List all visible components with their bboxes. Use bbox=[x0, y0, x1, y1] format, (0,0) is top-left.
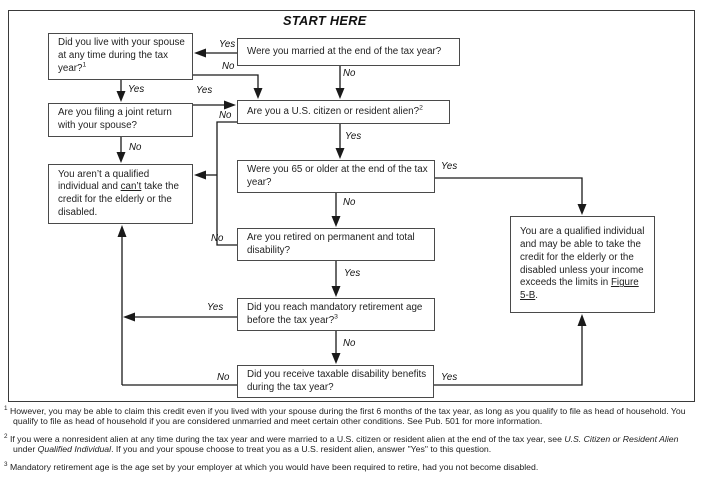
node-not-qualified: You aren’t a qualified individual and ca… bbox=[48, 164, 193, 224]
node-taxable-benefits: Did you receive taxable disability benef… bbox=[237, 365, 434, 398]
edge-label-joint-yes: Yes bbox=[196, 85, 213, 96]
edge-label-spouse-no: No bbox=[222, 61, 235, 72]
edge-label-65-no: No bbox=[343, 197, 356, 208]
node-live-with-spouse-text: Did you live with your spouse at any tim… bbox=[58, 37, 185, 74]
edge-label-taxable-no: No bbox=[217, 372, 230, 383]
edge-label-retired-yes: Yes bbox=[344, 268, 361, 279]
footnote-2-italic-citizen: U.S. Citizen or Resident Alien bbox=[564, 433, 679, 444]
node-retired-disability: Are you retired on permanent and total d… bbox=[237, 228, 435, 261]
footnote-2-text-end: . If you and your spouse choose to treat… bbox=[111, 444, 492, 455]
footnote-3: 3 Mandatory retirement age is the age se… bbox=[4, 460, 702, 472]
node-mandatory-retirement-text: Did you reach mandatory retirement age b… bbox=[247, 301, 423, 326]
node-joint-return-text: Are you filing a joint return with your … bbox=[58, 107, 172, 131]
edge-label-married-yes: Yes bbox=[219, 39, 236, 50]
node-not-qualified-text-end: take the credit for the elderly or the d… bbox=[58, 181, 179, 218]
footnote-2-italic-qualified: Qualified Individual bbox=[37, 444, 112, 455]
node-not-qualified-text: You aren’t a qualified individual and bbox=[58, 168, 150, 193]
footnote-2: 2 If you were a nonresident alien at any… bbox=[4, 432, 702, 455]
footnote-1-marker: 1 bbox=[4, 405, 8, 413]
footnote-ref-1: 1 bbox=[82, 61, 87, 69]
start-here-title: START HERE bbox=[283, 13, 367, 28]
footnote-ref-3: 3 bbox=[334, 313, 338, 321]
node-live-with-spouse: Did you live with your spouse at any tim… bbox=[48, 33, 193, 80]
edge-label-retired-no: No bbox=[211, 233, 224, 244]
edge-label-citizen-yes: Yes bbox=[345, 131, 362, 142]
edge-label-citizen-no: No bbox=[219, 110, 232, 121]
node-age-65: Were you 65 or older at the end of the t… bbox=[237, 160, 435, 193]
edge-label-spouse-yes: Yes bbox=[128, 84, 145, 95]
node-age-65-text: Were you 65 or older at the end of the t… bbox=[247, 163, 428, 188]
node-qualified-text-end: . bbox=[535, 289, 538, 301]
footnote-2-marker: 2 bbox=[4, 432, 8, 440]
footnote-2-text: If you were a nonresident alien at any t… bbox=[9, 433, 565, 444]
footnote-3-marker: 3 bbox=[4, 460, 8, 468]
node-joint-return: Are you filing a joint return with your … bbox=[48, 103, 193, 137]
node-mandatory-retirement: Did you reach mandatory retirement age b… bbox=[237, 298, 435, 331]
node-retired-disability-text: Are you retired on permanent and total d… bbox=[247, 231, 415, 256]
edge-label-mandatory-no: No bbox=[343, 338, 356, 349]
node-qualified-figure-link: Figure 5-B bbox=[520, 277, 639, 301]
node-citizen-text: Are you a U.S. citizen or resident alien… bbox=[247, 105, 420, 117]
footnote-1: 1 However, you may be able to claim this… bbox=[4, 405, 702, 427]
edge-label-married-no: No bbox=[343, 68, 356, 79]
edge-label-joint-no: No bbox=[129, 142, 142, 153]
figure-border bbox=[8, 10, 695, 402]
footnote-ref-2: 2 bbox=[419, 104, 423, 112]
node-married-text: Were you married at the end of the tax y… bbox=[247, 45, 442, 57]
footnotes: 1 However, you may be able to claim this… bbox=[4, 405, 702, 479]
node-married: Were you married at the end of the tax y… bbox=[237, 38, 460, 66]
node-taxable-benefits-text: Did you receive taxable disability benef… bbox=[247, 368, 427, 393]
footnote-2-text-mid: under bbox=[13, 444, 38, 455]
edge-label-taxable-yes: Yes bbox=[441, 372, 458, 383]
node-citizen: Are you a U.S. citizen or resident alien… bbox=[237, 100, 450, 124]
footnote-3-text: Mandatory retirement age is the age set … bbox=[9, 461, 539, 472]
edge-label-mandatory-yes: Yes bbox=[207, 302, 224, 313]
node-not-qualified-underline: can’t bbox=[120, 181, 142, 193]
edge-label-65-yes: Yes bbox=[441, 161, 458, 172]
footnote-1-text: However, you may be able to claim this c… bbox=[9, 406, 686, 427]
node-qualified: You are a qualified individual and may b… bbox=[510, 216, 655, 313]
node-qualified-text: You are a qualified individual and may b… bbox=[520, 226, 645, 289]
